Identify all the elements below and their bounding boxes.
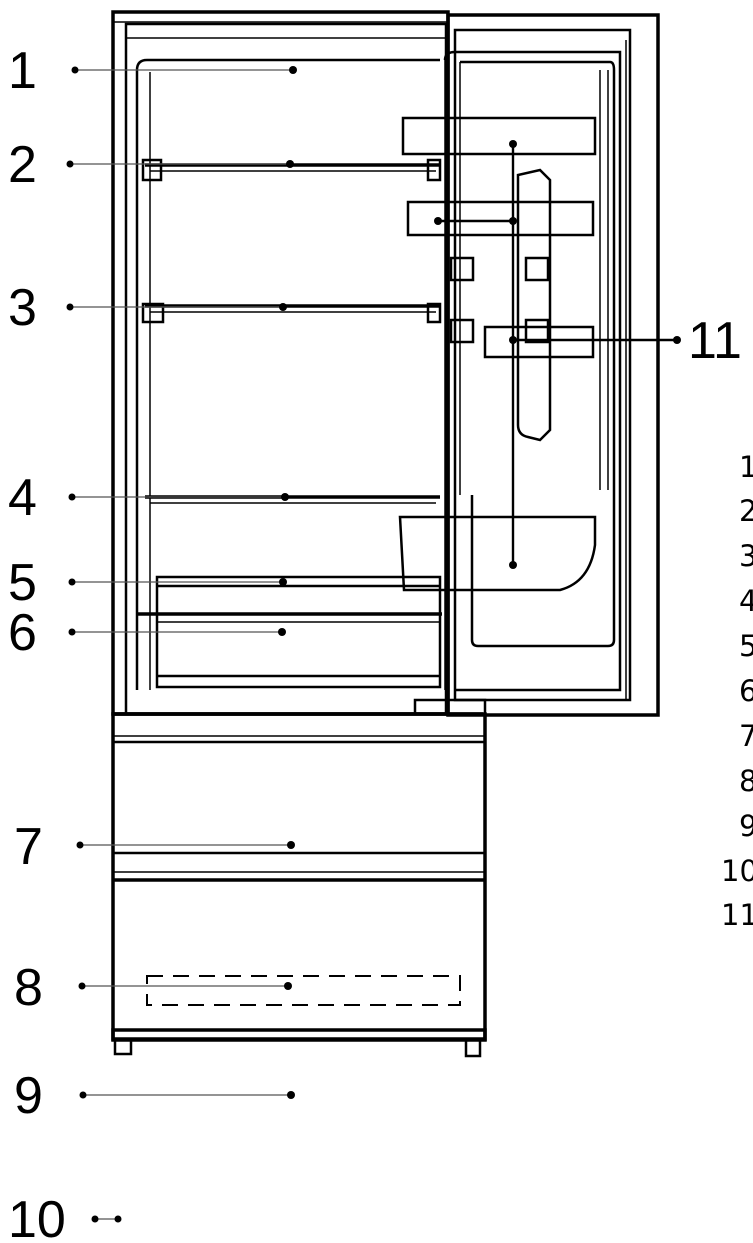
legend-item-10: 10 xyxy=(721,854,753,888)
callout-7: 7 xyxy=(14,818,43,876)
callout-numbers: 1 2 3 4 5 6 7 8 9 10 11 xyxy=(8,42,742,1243)
leveling-feet xyxy=(113,1038,482,1058)
callout-6: 6 xyxy=(8,604,37,662)
door-bin-4 xyxy=(398,515,597,592)
callout-3: 3 xyxy=(8,279,37,337)
legend-item-8: 8 xyxy=(739,764,753,798)
leader-lines xyxy=(70,69,677,1220)
callout-1: 1 xyxy=(8,42,37,100)
legend-item-7: 7 xyxy=(739,719,753,753)
callout-8: 8 xyxy=(14,959,43,1017)
legend-list: 1 2 3 4 5 6 7 8 9 10 11 xyxy=(721,450,753,932)
legend-item-5: 5 xyxy=(739,629,753,663)
legend-item-9: 9 xyxy=(739,809,753,843)
leader-dots xyxy=(66,66,681,1223)
door-bin-1 xyxy=(401,116,597,156)
callout-5: 5 xyxy=(8,554,37,612)
door-bin-3 xyxy=(483,325,595,359)
fridge-cabinet xyxy=(111,10,450,716)
drawer-8-dashed xyxy=(146,975,461,1006)
callout-10: 10 xyxy=(8,1191,66,1243)
callout-2: 2 xyxy=(8,136,37,194)
fridge-door xyxy=(443,13,660,717)
callout-9: 9 xyxy=(14,1067,43,1125)
legend-item-2: 2 xyxy=(739,494,753,528)
shelf-4 xyxy=(145,495,440,504)
legend-item-4: 4 xyxy=(739,584,753,618)
legend-item-11: 11 xyxy=(721,898,753,932)
callout-11: 11 xyxy=(688,312,742,370)
legend-item-6: 6 xyxy=(739,674,753,708)
door-rails xyxy=(449,168,552,442)
legend-item-3: 3 xyxy=(739,539,753,573)
callout-4: 4 xyxy=(8,469,37,527)
freezer-section xyxy=(111,698,487,1042)
door-bin-2 xyxy=(406,200,595,237)
shelf-3 xyxy=(141,302,442,324)
legend-item-1: 1 xyxy=(739,450,753,484)
